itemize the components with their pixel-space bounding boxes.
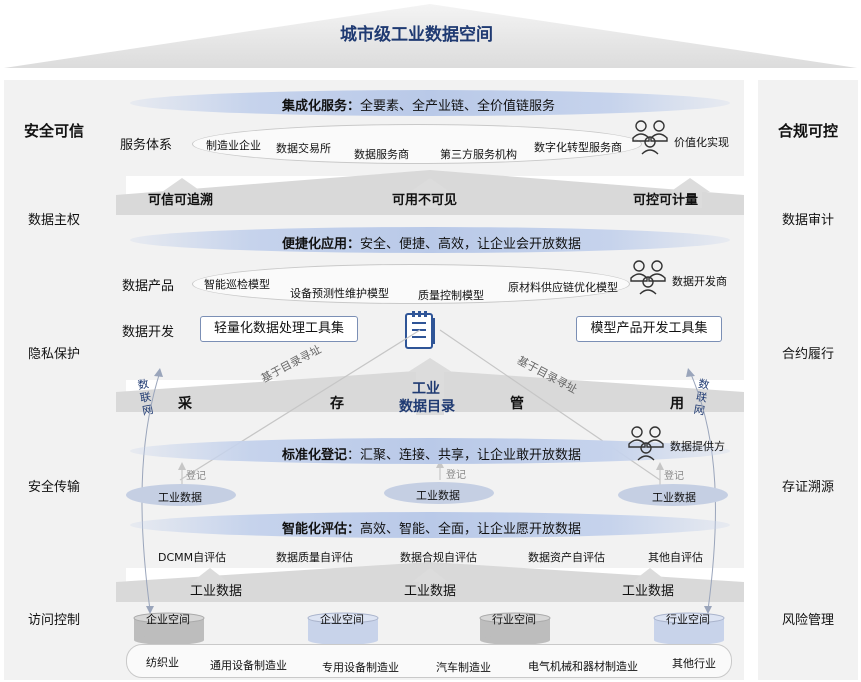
registration-banner-text: 标准化登记：汇聚、连接、共享，让企业敢开放数据 (282, 444, 581, 463)
page-title: 城市级工业数据空间 (340, 25, 493, 45)
catalog-line2: 数据目录 (399, 399, 455, 415)
product-ellipse (192, 264, 630, 304)
data-node-1 (126, 484, 236, 506)
eval-quality: 数据质量自评估 (276, 551, 353, 564)
application-banner-desc: 安全、便捷、高效，让企业会开放数据 (360, 237, 582, 252)
step-use: 用 (670, 396, 684, 412)
space-industry-1: 行业空间 (492, 613, 536, 626)
product-quality: 质量控制模型 (418, 289, 484, 302)
right-item-contract: 合约履行 (781, 347, 834, 362)
industry-auto: 汽车制造业 (436, 661, 491, 674)
eval-dcmm: DCMM自评估 (158, 551, 227, 564)
left-item-privacy: 隐私保护 (27, 347, 80, 362)
data-node-1-label: 工业数据 (158, 491, 202, 504)
left-item-sovereignty: 数据主权 (27, 213, 80, 228)
service-item-exchange: 数据交易所 (276, 142, 331, 155)
left-column (4, 80, 126, 680)
register-label-3: 登记 (664, 471, 684, 482)
register-label-1: 登记 (186, 471, 206, 482)
service-item-transform: 数字化转型服务商 (534, 141, 622, 154)
step-manage: 管 (510, 396, 524, 412)
industry-special-equipment: 专用设备制造业 (322, 661, 399, 674)
evaluation-banner-text: 智能化评估：高效、智能、全面，让企业愿开放数据 (282, 518, 581, 537)
right-item-risk: 风险管理 (781, 613, 834, 628)
data-node-3 (618, 484, 728, 506)
developer-icon (630, 260, 666, 295)
left-item-transport: 安全传输 (27, 480, 80, 495)
industrial-data-2: 工业数据 (404, 584, 457, 599)
right-column (758, 80, 858, 680)
eval-other: 其他自评估 (648, 551, 703, 564)
data-node-2-label: 工业数据 (416, 489, 460, 502)
tool-lightweight-box: 轻量化数据处理工具集 (200, 316, 358, 342)
product-supply: 原材料供应链优化模型 (508, 281, 618, 294)
registration-banner-bold: 标准化登记 (282, 448, 348, 463)
principle-measurable: 可控可计量 (633, 193, 699, 208)
registration-banner-desc: ：汇聚、连接、共享，让企业敢开放数据 (347, 448, 582, 463)
product-maintenance: 设备预测性维护模型 (290, 287, 389, 300)
service-item-manufacturer: 制造业企业 (206, 139, 261, 152)
space-enterprise-1: 企业空间 (146, 613, 190, 626)
application-role: 数据开发商 (672, 275, 727, 288)
step-store: 存 (330, 396, 344, 412)
service-item-thirdparty: 第三方服务机构 (440, 148, 517, 161)
application-banner-text: 便捷化应用：安全、便捷、高效，让企业会开放数据 (282, 233, 581, 252)
principle-traceable: 可信可追溯 (148, 193, 214, 208)
service-banner (130, 90, 730, 116)
data-node-3-label: 工业数据 (652, 491, 696, 504)
industry-other: 其他行业 (672, 657, 716, 670)
left-heading: 安全可信 (23, 122, 84, 140)
registration-role: 数据提供方 (670, 440, 725, 453)
service-banner-desc: 全要素、全产业链、全价值链服务 (360, 99, 556, 114)
service-banner-bold: 集成化服务： (282, 99, 361, 114)
evaluation-banner-desc: 高效、智能、全面，让企业愿开放数据 (360, 522, 582, 537)
space-industry-2: 行业空间 (666, 613, 710, 626)
industrial-data-3: 工业数据 (622, 584, 675, 599)
right-item-provenance: 存证溯源 (781, 480, 834, 495)
register-label-2: 登记 (446, 470, 466, 481)
evaluation-banner-bold: 智能化评估： (282, 522, 361, 537)
roof-shape (4, 4, 857, 68)
right-heading: 合规可控 (777, 122, 838, 140)
evaluation-banner (130, 512, 730, 538)
eval-compliance: 数据合规自评估 (400, 551, 477, 564)
right-item-audit: 数据审计 (781, 213, 834, 228)
left-item-access: 访问控制 (27, 613, 80, 628)
application-banner-bold: 便捷化应用： (282, 237, 361, 252)
industry-textile: 纺织业 (146, 656, 179, 669)
service-ellipse (192, 124, 642, 164)
industry-bar (126, 644, 732, 678)
data-node-2 (384, 482, 494, 504)
principle-invisible: 可用不可见 (392, 193, 458, 208)
step-collect: 采 (178, 396, 192, 412)
catalog-line1: 工业 (412, 381, 440, 397)
dev-label: 数据开发 (122, 325, 175, 340)
service-label: 服务体系 (120, 138, 173, 153)
people-icon (632, 120, 668, 155)
service-role: 价值化实现 (674, 136, 729, 149)
tool-model-box: 模型产品开发工具集 (576, 316, 722, 342)
application-banner (130, 227, 730, 253)
service-banner-text: 集成化服务：全要素、全产业链、全价值链服务 (282, 95, 555, 114)
industry-electrical: 电气机械和器材制造业 (528, 660, 638, 673)
industry-general-equipment: 通用设备制造业 (210, 659, 287, 672)
product-inspection: 智能巡检模型 (204, 278, 270, 291)
eval-asset: 数据资产自评估 (528, 551, 605, 564)
service-item-provider: 数据服务商 (354, 148, 409, 161)
industrial-data-1: 工业数据 (190, 584, 243, 599)
provider-icon (628, 426, 664, 461)
space-enterprise-2: 企业空间 (320, 613, 364, 626)
product-label: 数据产品 (122, 279, 175, 294)
